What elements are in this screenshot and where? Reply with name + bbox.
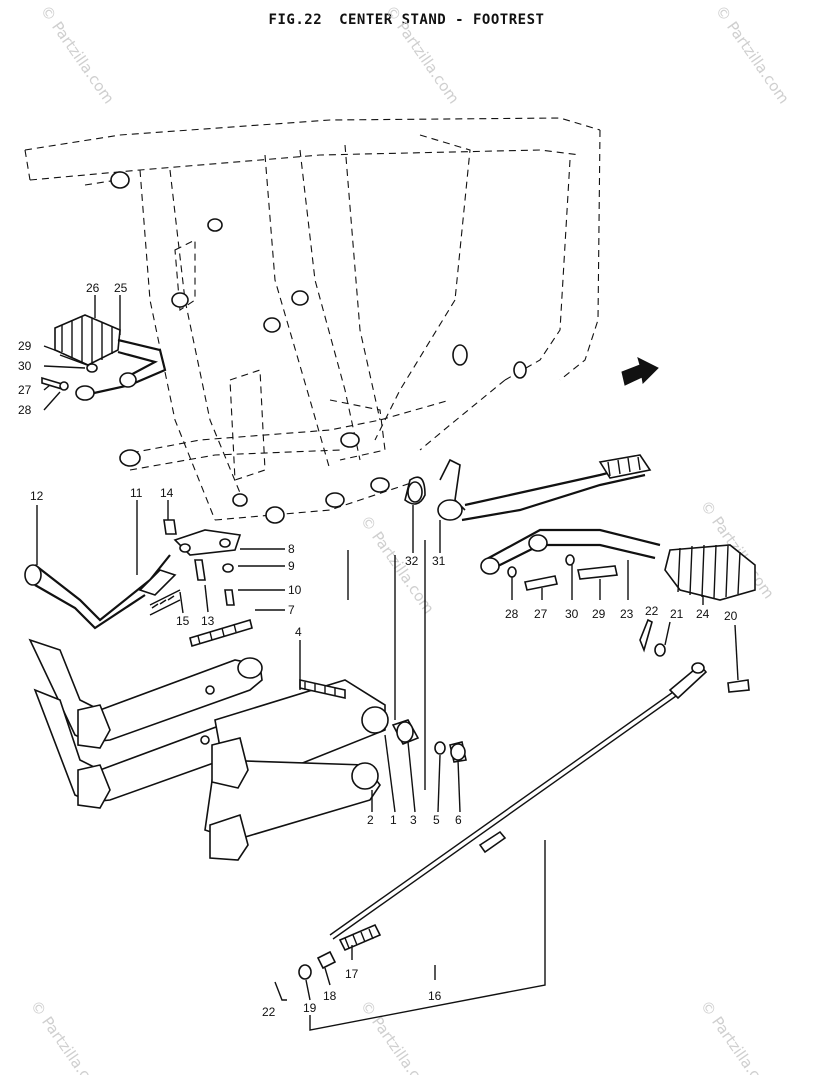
frame-outline bbox=[24, 117, 601, 521]
callout-28: 28 bbox=[18, 403, 32, 417]
callout-13: 13 bbox=[201, 614, 215, 628]
callout-32: 32 bbox=[405, 554, 419, 568]
callout-27-right: 27 bbox=[534, 607, 548, 621]
callout-3: 3 bbox=[410, 813, 417, 827]
callout-19: 19 bbox=[303, 1001, 317, 1015]
brake-pedal bbox=[404, 454, 652, 522]
callout-24: 24 bbox=[696, 607, 710, 621]
callout-2: 2 bbox=[367, 813, 374, 827]
center-stand bbox=[28, 638, 389, 861]
callout-22-bottom: 22 bbox=[262, 1005, 276, 1019]
callout-14: 14 bbox=[160, 486, 174, 500]
callout-labels: 26 25 29 30 27 28 12 11 14 8 9 10 7 13 1… bbox=[18, 281, 738, 1019]
callout-27: 27 bbox=[18, 383, 32, 397]
callout-20: 20 bbox=[724, 609, 738, 623]
callout-25: 25 bbox=[114, 281, 128, 295]
callout-28-right: 28 bbox=[505, 607, 519, 621]
callout-6: 6 bbox=[455, 813, 462, 827]
figure-name: CENTER STAND - FOOTREST bbox=[339, 12, 545, 28]
watermark-text: © Partzilla.com bbox=[382, 2, 463, 107]
frame-bosses bbox=[110, 171, 527, 524]
callout-9: 9 bbox=[288, 559, 295, 573]
callout-17: 17 bbox=[345, 967, 359, 981]
watermark-text: © Partzilla.com bbox=[697, 997, 778, 1075]
callout-21: 21 bbox=[670, 607, 684, 621]
callout-7: 7 bbox=[288, 603, 295, 617]
callout-30: 30 bbox=[18, 359, 32, 373]
callout-30-right: 30 bbox=[565, 607, 579, 621]
right-footrest-assembly bbox=[480, 528, 756, 693]
callout-18: 18 bbox=[323, 989, 337, 1003]
direction-arrow-icon bbox=[621, 357, 659, 386]
callout-15: 15 bbox=[176, 614, 190, 628]
pivot-parts bbox=[391, 719, 467, 763]
leader-lines bbox=[36, 295, 739, 1031]
callout-23: 23 bbox=[620, 607, 634, 621]
left-footrest-assembly bbox=[41, 314, 167, 401]
callout-10: 10 bbox=[288, 583, 302, 597]
brake-rod-assembly bbox=[274, 662, 708, 1001]
figure-title: FIG.22 CENTER STAND - FOOTREST bbox=[0, 12, 813, 28]
callout-16: 16 bbox=[428, 989, 442, 1003]
callout-8: 8 bbox=[288, 542, 295, 556]
callout-12: 12 bbox=[30, 489, 44, 503]
callout-22: 22 bbox=[645, 604, 659, 618]
watermark-text: © Partzilla.com bbox=[27, 997, 108, 1075]
figure-number: FIG.22 bbox=[268, 12, 323, 28]
side-stand-parts bbox=[24, 519, 253, 648]
callout-29: 29 bbox=[18, 339, 32, 353]
callout-11: 11 bbox=[130, 486, 143, 500]
watermark-layer: © Partzilla.com © Partzilla.com © Partzi… bbox=[27, 2, 793, 1075]
watermark-text: © Partzilla.com bbox=[712, 2, 793, 107]
callout-1: 1 bbox=[390, 813, 397, 827]
callout-26: 26 bbox=[86, 281, 100, 295]
callout-5: 5 bbox=[433, 813, 440, 827]
watermark-text: © Partzilla.com bbox=[37, 2, 118, 107]
watermark-text: © Partzilla.com bbox=[357, 997, 438, 1075]
callout-4: 4 bbox=[295, 625, 302, 639]
callout-31: 31 bbox=[432, 554, 446, 568]
callout-29-right: 29 bbox=[592, 607, 606, 621]
